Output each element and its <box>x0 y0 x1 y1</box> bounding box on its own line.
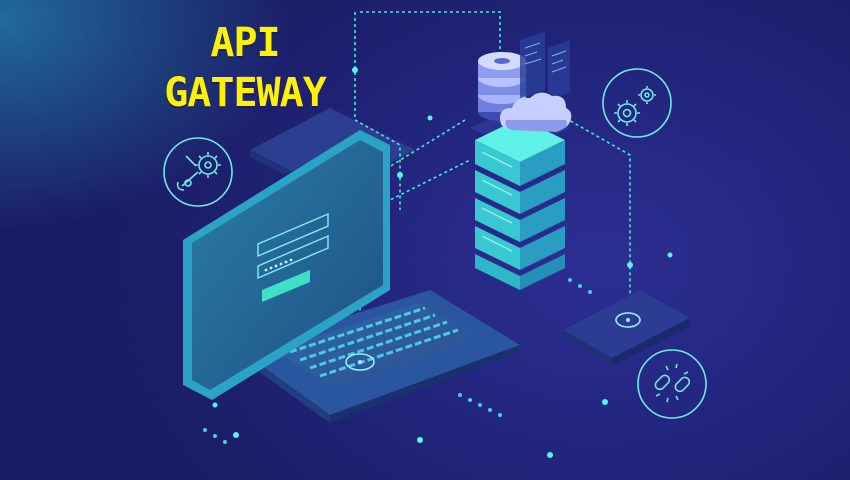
floor-traces <box>203 278 592 444</box>
glow-dots <box>212 67 673 458</box>
keyboard-rows <box>289 306 459 378</box>
title-line-1: API <box>210 20 280 66</box>
server-stack <box>470 105 570 290</box>
laptop <box>183 130 520 423</box>
code-panels <box>520 32 570 100</box>
server-blocks <box>475 118 565 290</box>
page-title: API GATEWAY <box>150 18 340 118</box>
gears-icon <box>602 68 672 138</box>
broken-link-icon <box>637 349 707 419</box>
title-line-2: GATEWAY <box>164 70 327 116</box>
cloud-icon <box>500 92 572 132</box>
login-form <box>257 212 329 302</box>
device-panel <box>563 290 690 366</box>
settings-tools-icon <box>163 137 233 207</box>
